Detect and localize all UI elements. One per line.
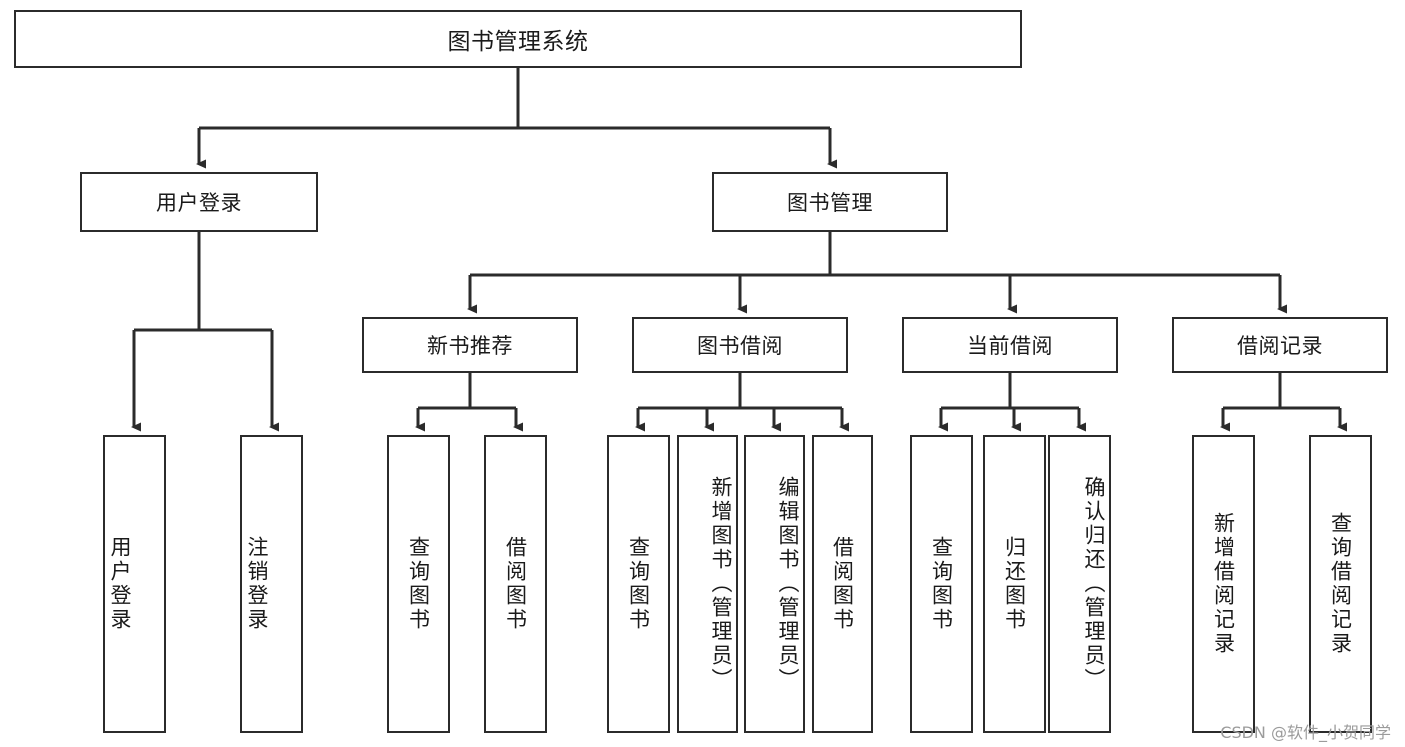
node-book-borrow-label: 图书借阅 [697,334,783,358]
node-user-login-label: 用户登录 [156,191,242,215]
node-leaf-query-book-1-label: 查询图书 [406,536,431,632]
node-new-book-recommend-label: 新书推荐 [427,334,513,358]
node-leaf-query-book-3[interactable]: 查询图书 [910,435,973,733]
node-leaf-edit-book[interactable]: 编辑图书（管理员） [744,435,805,733]
node-root-label: 图书管理系统 [447,29,589,55]
node-leaf-confirm-return-label: 确认归还（管理员） [1082,476,1106,692]
node-leaf-borrow-book-2-label: 借阅图书 [830,536,855,632]
node-book-borrow[interactable]: 图书借阅 [632,317,848,373]
node-book-management-label: 图书管理 [787,191,873,215]
node-leaf-add-book[interactable]: 新增图书（管理员） [677,435,738,733]
node-leaf-query-book-3-label: 查询图书 [929,536,954,632]
node-borrow-record-label: 借阅记录 [1237,334,1323,358]
node-leaf-borrow-book-1[interactable]: 借阅图书 [484,435,547,733]
node-leaf-add-book-label: 新增图书（管理员） [709,476,733,692]
node-current-borrow-label: 当前借阅 [967,334,1053,358]
node-leaf-edit-book-label: 编辑图书（管理员） [776,476,800,692]
watermark-text: CSDN @软件_小贺同学 [1220,723,1391,742]
node-leaf-logout[interactable]: 注销登录 [240,435,303,733]
node-leaf-query-book-1[interactable]: 查询图书 [387,435,450,733]
node-current-borrow[interactable]: 当前借阅 [902,317,1118,373]
node-leaf-logout-label: 注销登录 [245,536,269,632]
node-root[interactable]: 图书管理系统 [14,10,1022,68]
node-leaf-query-record[interactable]: 查询借阅记录 [1309,435,1372,733]
node-leaf-return-book-label: 归还图书 [1002,536,1027,632]
node-book-management[interactable]: 图书管理 [712,172,948,232]
node-leaf-query-book-2[interactable]: 查询图书 [607,435,670,733]
node-leaf-add-record-label: 新增借阅记录 [1211,512,1236,656]
node-leaf-add-record[interactable]: 新增借阅记录 [1192,435,1255,733]
node-leaf-query-record-label: 查询借阅记录 [1328,512,1353,656]
node-leaf-user-login-label: 用户登录 [108,536,132,632]
node-leaf-borrow-book-1-label: 借阅图书 [503,536,528,632]
node-leaf-return-book[interactable]: 归还图书 [983,435,1046,733]
node-new-book-recommend[interactable]: 新书推荐 [362,317,578,373]
node-leaf-user-login[interactable]: 用户登录 [103,435,166,733]
node-user-login[interactable]: 用户登录 [80,172,318,232]
node-leaf-query-book-2-label: 查询图书 [626,536,651,632]
node-leaf-borrow-book-2[interactable]: 借阅图书 [812,435,873,733]
node-leaf-confirm-return[interactable]: 确认归还（管理员） [1048,435,1111,733]
node-borrow-record[interactable]: 借阅记录 [1172,317,1388,373]
